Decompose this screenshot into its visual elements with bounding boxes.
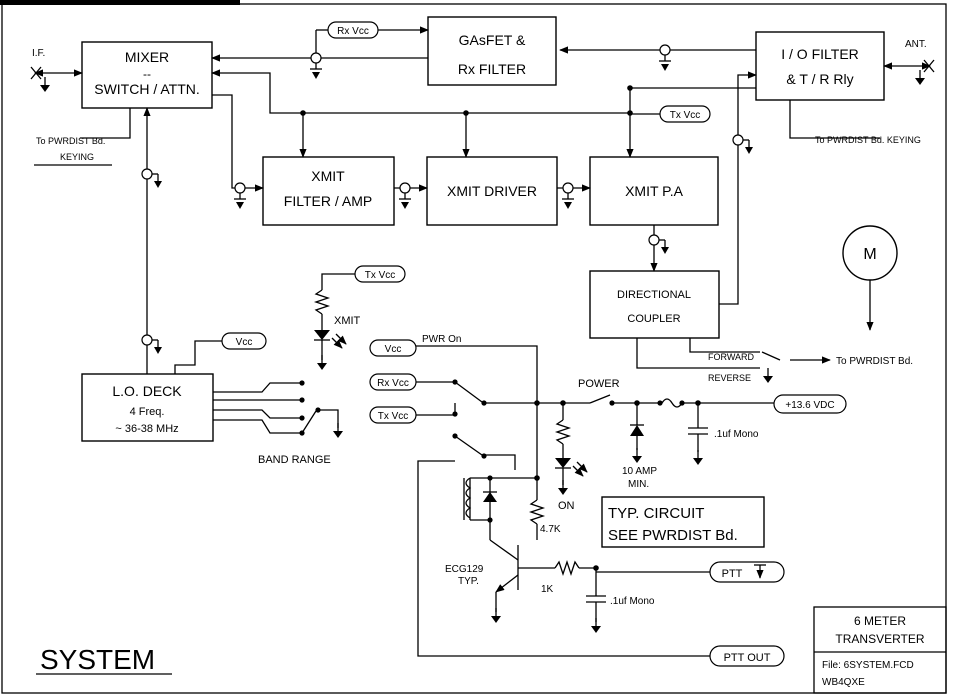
- xmit-pa-label: XMIT P.A: [625, 183, 684, 199]
- tx-vcc-led-label: Tx Vcc: [365, 270, 396, 281]
- file-name: File: 6SYSTEM.FCD: [822, 660, 914, 671]
- rx-vcc-top-label: Rx Vcc: [337, 26, 369, 37]
- typ-circuit-note: TYP. CIRCUIT SEE PWRDIST Bd.: [601, 496, 765, 548]
- ptt-tag[interactable]: PTT: [709, 561, 785, 583]
- typ-note-line-2: SEE PWRDIST Bd.: [608, 527, 738, 544]
- xmit-led-label: XMIT: [334, 315, 361, 327]
- system-title: SYSTEM: [40, 644, 155, 675]
- gasfet-label: GAsFET &: [459, 32, 526, 48]
- io-filter-label: I / O FILTER: [781, 46, 859, 62]
- pwrdist-keying-left-2: KEYING: [60, 152, 94, 162]
- cap-ptt-label: .1uf Mono: [610, 596, 655, 607]
- tx-vcc-sw-label: Tx Vcc: [378, 411, 409, 422]
- forward-label: FORWARD: [708, 352, 754, 362]
- lo-deck-label: L.O. DECK: [112, 383, 182, 399]
- title-line-2: TRANSVERTER: [835, 632, 924, 646]
- power-label: POWER: [578, 378, 620, 390]
- xmit-driver-block: XMIT DRIVER: [426, 156, 558, 226]
- xmit-driver-label: XMIT DRIVER: [447, 183, 537, 199]
- rx-vcc-top-tag: Rx Vcc: [315, 21, 429, 53]
- meter: M: [842, 225, 898, 331]
- fuse-label-2: MIN.: [628, 479, 649, 490]
- supply-label: +13.6 VDC: [785, 400, 834, 411]
- vcc-pwr-label: Vcc: [385, 344, 402, 355]
- ptt-relay-circuit: 4.7K ECG129 TYP. 1K .1uf Mono: [417, 433, 710, 657]
- directional-coupler-block: DIRECTIONAL COUPLER: [589, 270, 720, 339]
- pwr-on-label: PWR On: [422, 334, 461, 345]
- ptt-out-tag[interactable]: PTT OUT: [709, 645, 785, 667]
- if-label: I.F.: [32, 48, 45, 59]
- band-range-label: BAND RANGE: [258, 454, 331, 466]
- xmit-led-circuit: Tx Vcc XMIT: [313, 265, 406, 371]
- directional-label: DIRECTIONAL: [617, 289, 691, 301]
- title-block: 6 METER TRANSVERTER File: 6SYSTEM.FCD WB…: [813, 606, 947, 694]
- mixer-block: MIXER -- SWITCH / ATTN.: [81, 41, 213, 109]
- power-distribution: Vcc PWR On Rx Vcc Tx Vcc POWER +13.6 VDC: [369, 334, 847, 512]
- pwrdist-keying-right: To PWRDIST Bd. KEYING: [815, 135, 921, 145]
- vcc-lo-label: Vcc: [236, 337, 253, 348]
- filter-amp-label: FILTER / AMP: [284, 193, 372, 209]
- transistor-label-1: ECG129: [445, 564, 484, 575]
- lo-vcc-tag: Vcc: [174, 332, 267, 374]
- to-pwrdist-label: To PWRDIST Bd.: [836, 356, 913, 367]
- io-filter-block: I / O FILTER & T / R Rly: [755, 31, 885, 101]
- fuse-label-1: 10 AMP: [622, 466, 657, 477]
- lo-freq-label: 4 Freq.: [130, 406, 165, 418]
- header-banner: [0, 0, 240, 5]
- header-banner-text: 6 METER TRANSVERTER SYSTEM: [6, 0, 72, 5]
- rx-filter-label: Rx FILTER: [458, 61, 526, 77]
- ptt-label: PTT: [722, 568, 743, 580]
- title-line-1: 6 METER: [854, 614, 906, 628]
- coupler-label: COUPLER: [627, 313, 680, 325]
- junction-dots: [300, 85, 633, 116]
- tx-vcc-top-tag: Tx Vcc: [630, 105, 711, 123]
- rx-vcc-sw-label: Rx Vcc: [377, 378, 409, 389]
- transistor-label-2: TYP.: [458, 576, 479, 587]
- meter-label: M: [863, 246, 876, 263]
- ant-label: ANT.: [905, 39, 927, 50]
- typ-note-line-1: TYP. CIRCUIT: [608, 505, 704, 522]
- lo-range-label: ~ 36-38 MHz: [115, 423, 178, 435]
- r-1k-label: 1K: [541, 584, 554, 595]
- rf-wiring: [30, 46, 935, 374]
- tr-relay-label: & T / R Rly: [786, 71, 853, 87]
- band-range-switch: BAND RANGE: [213, 380, 344, 466]
- author-callsign: WB4QXE: [822, 677, 865, 688]
- mixer-separator: --: [143, 67, 151, 81]
- pwrdist-keying-left-1: To PWRDIST Bd.: [36, 136, 105, 146]
- drawing-frame: [1, 3, 947, 694]
- r-47k-label: 4.7K: [540, 524, 561, 535]
- xmit-pa-block: XMIT P.A: [589, 156, 719, 226]
- ptt-out-label: PTT OUT: [724, 652, 771, 664]
- mixer-label: MIXER: [125, 49, 169, 65]
- xmit-filter-label: XMIT: [311, 168, 345, 184]
- mixer-switch-label: SWITCH / ATTN.: [94, 81, 200, 97]
- lo-deck-block: L.O. DECK 4 Freq. ~ 36-38 MHz: [81, 373, 214, 442]
- reverse-label: REVERSE: [708, 373, 751, 383]
- xmit-filter-block: XMIT FILTER / AMP: [262, 156, 395, 226]
- gasfet-block: GAsFET & Rx FILTER: [427, 16, 557, 86]
- cap-supply-label: .1uf Mono: [714, 429, 759, 440]
- on-led-label: ON: [558, 500, 575, 512]
- tx-vcc-top-label: Tx Vcc: [670, 110, 701, 121]
